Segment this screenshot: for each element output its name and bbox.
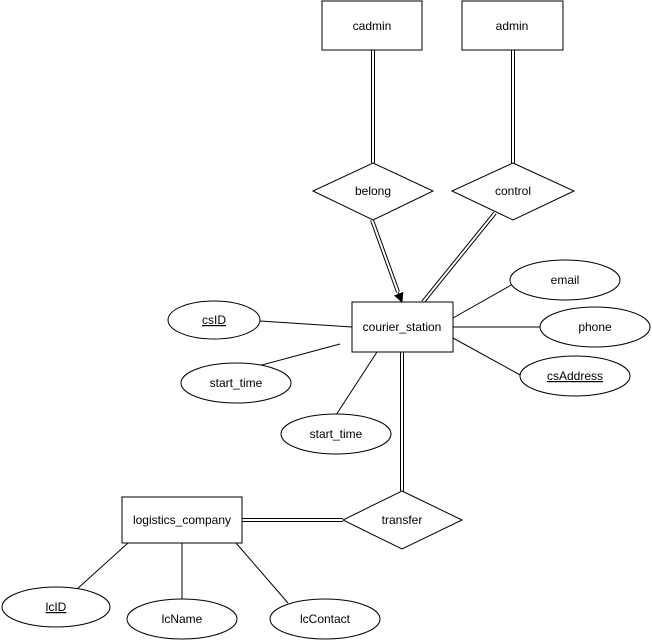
connector-email [452, 283, 514, 319]
entity-cadmin: cadmin [321, 0, 423, 51]
entity-admin: admin [461, 0, 564, 51]
attribute-csid-label: csID [202, 313, 226, 327]
attribute-start-time-1: start_time [180, 362, 292, 404]
attribute-csaddress: csAddress [519, 355, 631, 397]
relationship-transfer-label: transfer [382, 513, 423, 527]
connector-lcid [75, 542, 129, 591]
entity-courier-station: courier_station [351, 301, 454, 353]
relationship-control: control [450, 162, 576, 221]
entity-logistics-company-label: logistics_company [133, 513, 231, 527]
attribute-csaddress-label: csAddress [547, 369, 603, 383]
connector-control-courier-station [421, 211, 497, 304]
entity-courier-station-label: courier_station [363, 320, 442, 334]
relationship-belong-label: belong [355, 184, 391, 198]
connector-csid [259, 320, 353, 328]
attribute-lcname: lcName [126, 598, 238, 640]
entity-admin-label: admin [496, 19, 529, 33]
attribute-start-time-2-label: start_time [310, 427, 363, 441]
connector-start-time-2 [335, 351, 378, 416]
attribute-lccontact-label: lcContact [300, 612, 351, 626]
connector-lccontact [235, 542, 289, 604]
attribute-start-time-1-label: start_time [210, 376, 263, 390]
attribute-phone: phone [539, 306, 651, 348]
entity-cadmin-label: cadmin [353, 19, 392, 33]
connector-belong-courier-station [370, 219, 404, 303]
attribute-lccontact: lcContact [269, 598, 381, 640]
attribute-lcid: lcID [1, 586, 111, 628]
relationship-belong: belong [311, 162, 435, 221]
attribute-lcname-label: lcName [162, 612, 203, 626]
attribute-email: email [509, 259, 621, 301]
relationship-transfer: transfer [341, 490, 464, 550]
attribute-email-label: email [551, 273, 580, 287]
entity-logistics-company: logistics_company [121, 496, 243, 544]
attribute-start-time-2: start_time [280, 413, 392, 455]
attribute-phone-label: phone [578, 320, 612, 334]
relationship-control-label: control [495, 184, 531, 198]
attribute-csid: csID [167, 300, 261, 340]
attribute-lcid-label: lcID [46, 600, 67, 614]
connector-csaddress [452, 337, 523, 377]
